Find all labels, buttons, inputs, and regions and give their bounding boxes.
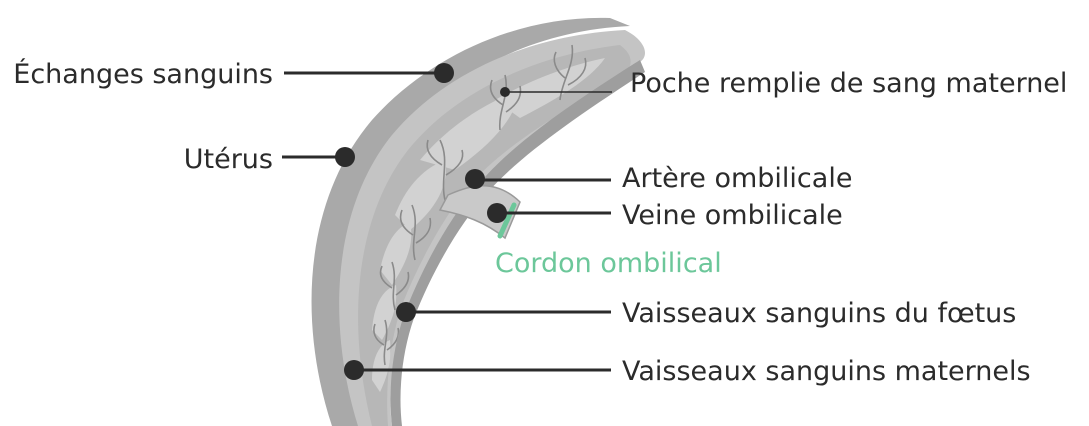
marker-vaisseaux-maternels (344, 360, 364, 380)
marker-vaisseaux-foetus (396, 302, 416, 322)
label-uterus: Utérus (184, 144, 273, 175)
label-poche: Poche remplie de sang maternel (630, 68, 1067, 99)
marker-echanges (434, 63, 454, 83)
label-veine: Veine ombilicale (622, 200, 843, 231)
label-artere: Artère ombilicale (622, 163, 852, 194)
label-echanges: Échanges sanguins (13, 58, 273, 90)
marker-uterus (335, 147, 355, 167)
label-cordon: Cordon ombilical (495, 248, 722, 279)
label-vaisseaux-foetus: Vaisseaux sanguins du fœtus (622, 298, 1016, 329)
label-vaisseaux-maternels: Vaisseaux sanguins maternels (622, 356, 1031, 387)
marker-artere (465, 169, 485, 189)
marker-veine (487, 203, 507, 223)
marker-poche (500, 87, 510, 97)
